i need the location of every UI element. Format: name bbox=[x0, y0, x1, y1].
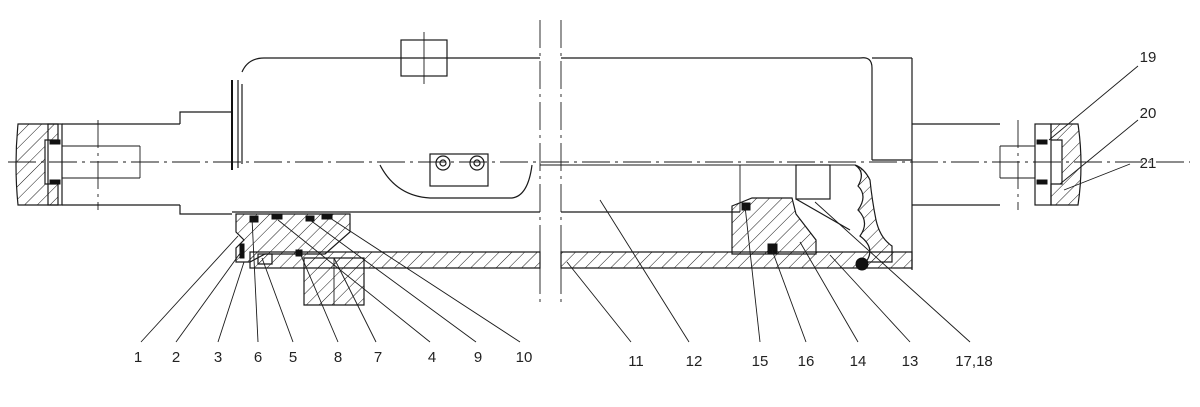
cylinder-body bbox=[232, 32, 913, 270]
label-10: 10 bbox=[516, 349, 533, 366]
label-11: 11 bbox=[628, 353, 644, 370]
label-3: 3 bbox=[214, 349, 222, 366]
left-end-eye bbox=[15, 123, 180, 206]
piston bbox=[731, 197, 817, 255]
label-16: 16 bbox=[798, 353, 815, 370]
label-9: 9 bbox=[474, 349, 482, 366]
part-labels: 1 2 3 6 5 8 7 4 9 10 11 12 15 16 14 13 1… bbox=[134, 49, 1157, 370]
right-end-eye bbox=[912, 123, 1082, 206]
label-21: 21 bbox=[1140, 155, 1157, 172]
label-19: 19 bbox=[1140, 49, 1157, 66]
piston-rod bbox=[179, 57, 395, 215]
label-8: 8 bbox=[334, 349, 342, 366]
front-gland bbox=[235, 213, 365, 306]
label-20: 20 bbox=[1140, 105, 1157, 122]
label-1: 1 bbox=[134, 349, 142, 366]
centerlines bbox=[8, 20, 1190, 305]
label-15: 15 bbox=[752, 353, 769, 370]
label-4: 4 bbox=[428, 349, 436, 366]
label-14: 14 bbox=[850, 353, 867, 370]
label-6: 6 bbox=[254, 349, 262, 366]
label-5: 5 bbox=[289, 349, 297, 366]
label-13: 13 bbox=[902, 353, 919, 370]
label-7: 7 bbox=[374, 349, 382, 366]
label-17-18: 17,18 bbox=[955, 353, 993, 370]
leader-lines bbox=[140, 65, 1139, 343]
label-12: 12 bbox=[686, 353, 703, 370]
label-2: 2 bbox=[172, 349, 180, 366]
rear-cap bbox=[795, 164, 893, 271]
